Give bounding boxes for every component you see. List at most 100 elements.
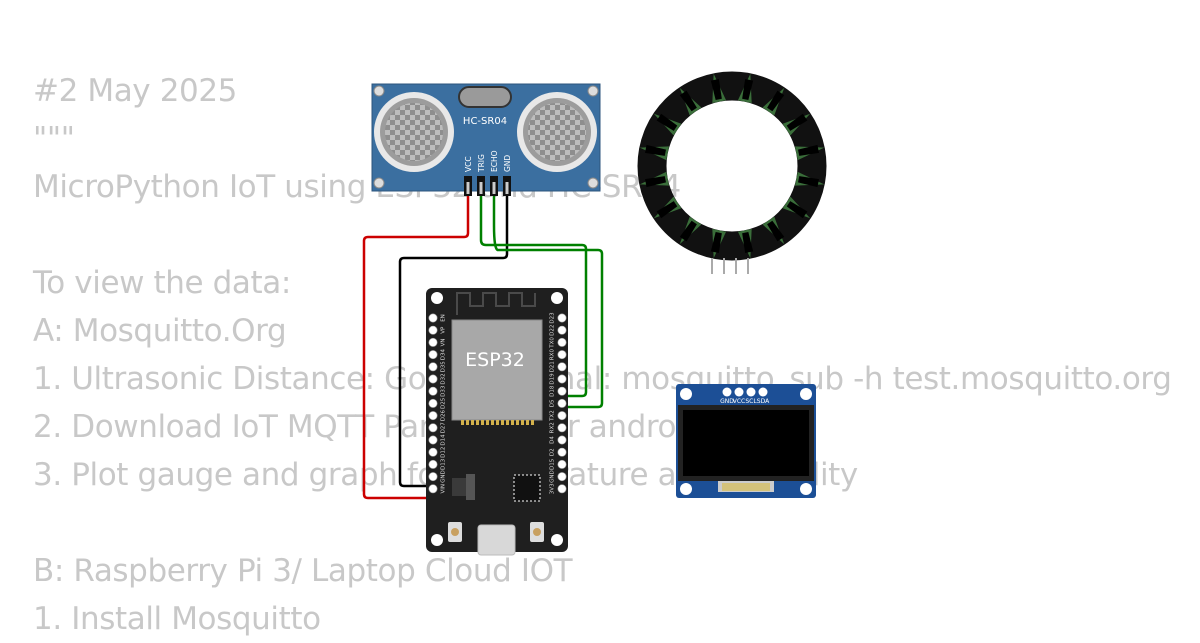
ring-led-body — [644, 144, 666, 156]
ring-led-body — [656, 201, 678, 219]
neopixel-ring[interactable] — [637, 71, 827, 274]
sensor-pin-label: ECHO — [490, 150, 499, 172]
esp32-module — [451, 319, 543, 421]
module-pad — [521, 420, 524, 425]
wire-echo[interactable] — [492, 195, 604, 409]
mount-hole-icon — [373, 177, 385, 189]
esp32-pin-label: VIN — [441, 484, 447, 494]
esp32-pin[interactable] — [557, 423, 567, 433]
module-pad — [461, 420, 464, 425]
regulator-tab — [466, 474, 475, 500]
mount-hole-icon — [373, 85, 385, 97]
comment-line: B: Raspberry Pi 3/ Laptop Cloud IOT — [33, 553, 573, 589]
esp32-pin[interactable] — [557, 459, 567, 469]
ring-led-body — [742, 78, 754, 100]
ring-led-body — [742, 232, 754, 254]
esp32-pin[interactable] — [557, 447, 567, 457]
esp32-pin-label: GND — [441, 470, 447, 483]
esp32-pins — [428, 313, 567, 494]
esp32-pin[interactable] — [428, 337, 438, 347]
esp32-pin[interactable] — [557, 398, 567, 408]
voltage-regulator — [452, 478, 466, 496]
module-pad — [506, 420, 509, 425]
esp32-pin-label: D21 — [550, 361, 556, 372]
esp32-pin-label: D35 — [441, 361, 447, 373]
esp32-board[interactable]: ESP32 ENVPVND34D35D32D33D25D26D27D14D12D… — [426, 288, 568, 556]
esp32-pin[interactable] — [428, 374, 438, 384]
ring-led-body — [767, 220, 785, 242]
oled-pin[interactable] — [758, 387, 768, 397]
esp32-pin[interactable] — [557, 350, 567, 360]
oled-pin[interactable] — [722, 387, 732, 397]
ring-led-body — [710, 78, 722, 100]
esp32-pin-label: TX0 — [550, 337, 556, 349]
esp32-pin-label: RX0 — [550, 349, 556, 361]
esp32-pin[interactable] — [557, 337, 567, 347]
module-pad — [466, 420, 469, 425]
boot-button[interactable] — [448, 522, 462, 542]
esp32-pin-label: D14 — [441, 434, 447, 446]
esp32-pin-label: D5 — [550, 399, 556, 407]
wire-vcc[interactable] — [362, 195, 470, 500]
mount-hole-icon — [551, 292, 563, 304]
esp32-pin[interactable] — [557, 435, 567, 445]
oled-pin[interactable] — [734, 387, 744, 397]
wire-gnd[interactable] — [398, 195, 509, 488]
transducer-left — [374, 92, 454, 172]
sensor-label: HC-SR04 — [463, 116, 507, 127]
esp32-pin-label: D18 — [550, 385, 556, 397]
sensor-pin-metal — [466, 182, 470, 194]
esp32-pin[interactable] — [557, 374, 567, 384]
comment-line: """ — [33, 121, 75, 157]
esp32-pin[interactable] — [428, 484, 438, 494]
esp32-pin[interactable] — [428, 472, 438, 482]
sensor-pin-label: GND — [503, 155, 512, 172]
esp32-pin[interactable] — [428, 362, 438, 372]
esp32-pin-labels: ENVPVND34D35D32D33D25D26D27D14D12D13GNDV… — [441, 312, 556, 494]
esp32-pin-label: D23 — [550, 312, 556, 324]
esp32-pin-label: D12 — [441, 447, 447, 458]
ring-led-body — [767, 90, 785, 112]
esp32-pin-label: D34 — [441, 348, 447, 360]
esp32-pin[interactable] — [428, 325, 438, 335]
esp32-pin[interactable] — [428, 447, 438, 457]
wires — [362, 195, 604, 500]
reset-button[interactable] — [530, 522, 544, 542]
module-pad — [516, 420, 519, 425]
esp32-pin[interactable] — [557, 325, 567, 335]
esp32-pin[interactable] — [557, 362, 567, 372]
module-pad — [526, 420, 529, 425]
ring-led-body — [798, 176, 820, 188]
ring-led-body — [710, 232, 722, 254]
oled-pin[interactable] — [746, 387, 756, 397]
wire-trig[interactable] — [479, 195, 588, 398]
esp32-pin[interactable] — [557, 484, 567, 494]
comment-line: A: Mosquitto.Org — [33, 313, 287, 349]
esp32-pin[interactable] — [428, 398, 438, 408]
esp32-pin[interactable] — [557, 313, 567, 323]
esp32-pin[interactable] — [428, 423, 438, 433]
oled-pin-label: SCL — [745, 398, 757, 405]
esp32-pin[interactable] — [428, 350, 438, 360]
esp32-pin[interactable] — [428, 386, 438, 396]
module-pad — [501, 420, 504, 425]
esp32-pin[interactable] — [557, 472, 567, 482]
esp32-pin-label: 3V3 — [550, 483, 556, 494]
esp32-pin[interactable] — [428, 459, 438, 469]
usb-port[interactable] — [477, 524, 516, 556]
ring-led-body — [786, 113, 808, 131]
esp32-pin[interactable] — [557, 386, 567, 396]
module-pads — [461, 420, 534, 425]
comment-line: #2 May 2025 — [33, 73, 237, 109]
esp32-pin-label: D15 — [550, 458, 556, 470]
esp32-pin[interactable] — [428, 313, 438, 323]
esp32-pin-label: D32 — [441, 373, 447, 384]
esp32-pin[interactable] — [428, 435, 438, 445]
esp32-pin[interactable] — [428, 411, 438, 421]
esp32-pin[interactable] — [557, 411, 567, 421]
ring-led-body — [656, 113, 678, 131]
module-pad — [531, 420, 534, 425]
